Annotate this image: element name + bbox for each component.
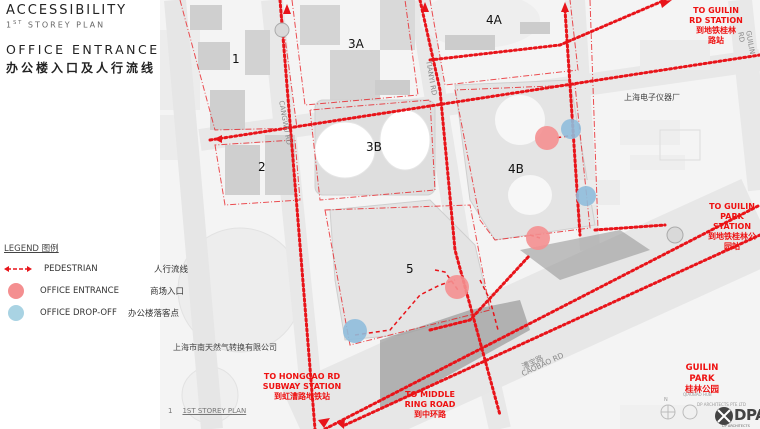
firm-name: DP ARCHITECTS PTE LTD bbox=[697, 402, 746, 407]
dest-cn-2: 园站 bbox=[724, 242, 740, 251]
dest-cn-1: 到地铁桂林 bbox=[696, 26, 736, 35]
red-dashed-arrow-icon bbox=[4, 266, 32, 272]
dest-en-1: TO MIDDLE bbox=[405, 390, 455, 399]
project-name: QIAOBAO HUB bbox=[683, 392, 712, 397]
legend-label-cn: 人行流线 bbox=[154, 265, 189, 275]
destination-hongcao-rd-station: TO HONGCAO RD SUBWAY STATION 到虹漕路地铁站 bbox=[262, 372, 342, 402]
subtitle-sup: ST bbox=[13, 20, 24, 26]
park-en: GUILIN PARK bbox=[685, 363, 719, 384]
plan-caption: 1 1ST STOREY PLAN bbox=[168, 407, 246, 415]
plot-label-2: 2 bbox=[258, 160, 266, 174]
dest-cn-1: 到虹漕路地铁站 bbox=[274, 392, 330, 401]
legend-item-office-entrance: OFFICE ENTRANCE 商场入口 bbox=[4, 283, 184, 299]
plot-label-1: 1 bbox=[232, 52, 240, 66]
plan-caption-label: 1ST STOREY PLAN bbox=[182, 407, 247, 415]
landmark-electronics-factory: 上海电子仪器厂 bbox=[624, 93, 680, 102]
destination-middle-ring-road: TO MIDDLE RING ROAD 到中环路 bbox=[398, 390, 462, 420]
dpa-logo: DPA bbox=[734, 406, 760, 424]
legend-label: PEDESTRIAN bbox=[44, 264, 98, 274]
destination-guilin-rd-station: TO GUILIN RD STATION 到地铁桂林 路站 bbox=[676, 6, 756, 46]
dest-en-2: RING ROAD bbox=[404, 400, 456, 409]
legend-item-office-dropoff: OFFICE DROP-OFF 办公楼落客点 bbox=[4, 305, 179, 321]
dpa-logo-sub: DP ARCHITECTS bbox=[722, 424, 750, 428]
legend-label: OFFICE DROP-OFF bbox=[40, 308, 117, 318]
dest-en-2: SUBWAY STATION bbox=[262, 382, 342, 391]
plot-label-3b: 3B bbox=[366, 140, 382, 154]
guilin-park-label: GUILIN PARK 桂林公园 bbox=[672, 363, 732, 396]
subtitle-prefix: 1 bbox=[6, 20, 14, 30]
dest-cn-1: 到中环路 bbox=[414, 410, 446, 419]
legend-item-pedestrian: PEDESTRIAN 人行流线 bbox=[4, 263, 188, 275]
dest-en-2: PARK STATION bbox=[712, 212, 752, 231]
dest-cn-2: 路站 bbox=[708, 36, 724, 45]
legend-label-cn: 办公楼落客点 bbox=[128, 309, 180, 319]
park-cn: 桂林公园 bbox=[684, 385, 719, 395]
page-subtitle: 1ST STOREY PLAN bbox=[6, 20, 105, 30]
section-heading: OFFICE ENTRANCE bbox=[6, 42, 160, 57]
plot-label-4b: 4B bbox=[508, 162, 524, 176]
dropoff-circle-icon bbox=[8, 305, 24, 321]
dest-en-1: TO GUILIN bbox=[693, 6, 739, 15]
plot-label-5: 5 bbox=[406, 262, 414, 276]
north-label: N bbox=[664, 397, 668, 403]
subtitle-rest: STOREY PLAN bbox=[23, 20, 106, 30]
dest-en-1: TO GUILIN bbox=[709, 202, 755, 211]
plot-label-3a: 3A bbox=[348, 37, 364, 51]
legend-label: OFFICE ENTRANCE bbox=[40, 286, 119, 296]
dest-en-2: RD STATION bbox=[689, 16, 743, 25]
dest-en-1: TO HONGCAO RD bbox=[263, 372, 341, 381]
landmark-gas-company: 上海市南天然气转换有限公司 bbox=[173, 343, 277, 352]
plot-label-4a: 4A bbox=[486, 13, 502, 27]
dest-cn-1: 到地铁桂林公 bbox=[708, 232, 756, 241]
plan-caption-number: 1 bbox=[168, 407, 173, 415]
legend-title: LEGEND 图例 bbox=[4, 244, 59, 254]
page-title: ACCESSIBILITY bbox=[6, 3, 128, 18]
entrance-circle-icon bbox=[8, 283, 24, 299]
destination-guilin-park-station: TO GUILIN PARK STATION 到地铁桂林公 园站 bbox=[700, 202, 760, 252]
legend-label-cn: 商场入口 bbox=[150, 287, 185, 297]
section-heading-cn: 办公楼入口及人行流线 bbox=[6, 61, 157, 75]
